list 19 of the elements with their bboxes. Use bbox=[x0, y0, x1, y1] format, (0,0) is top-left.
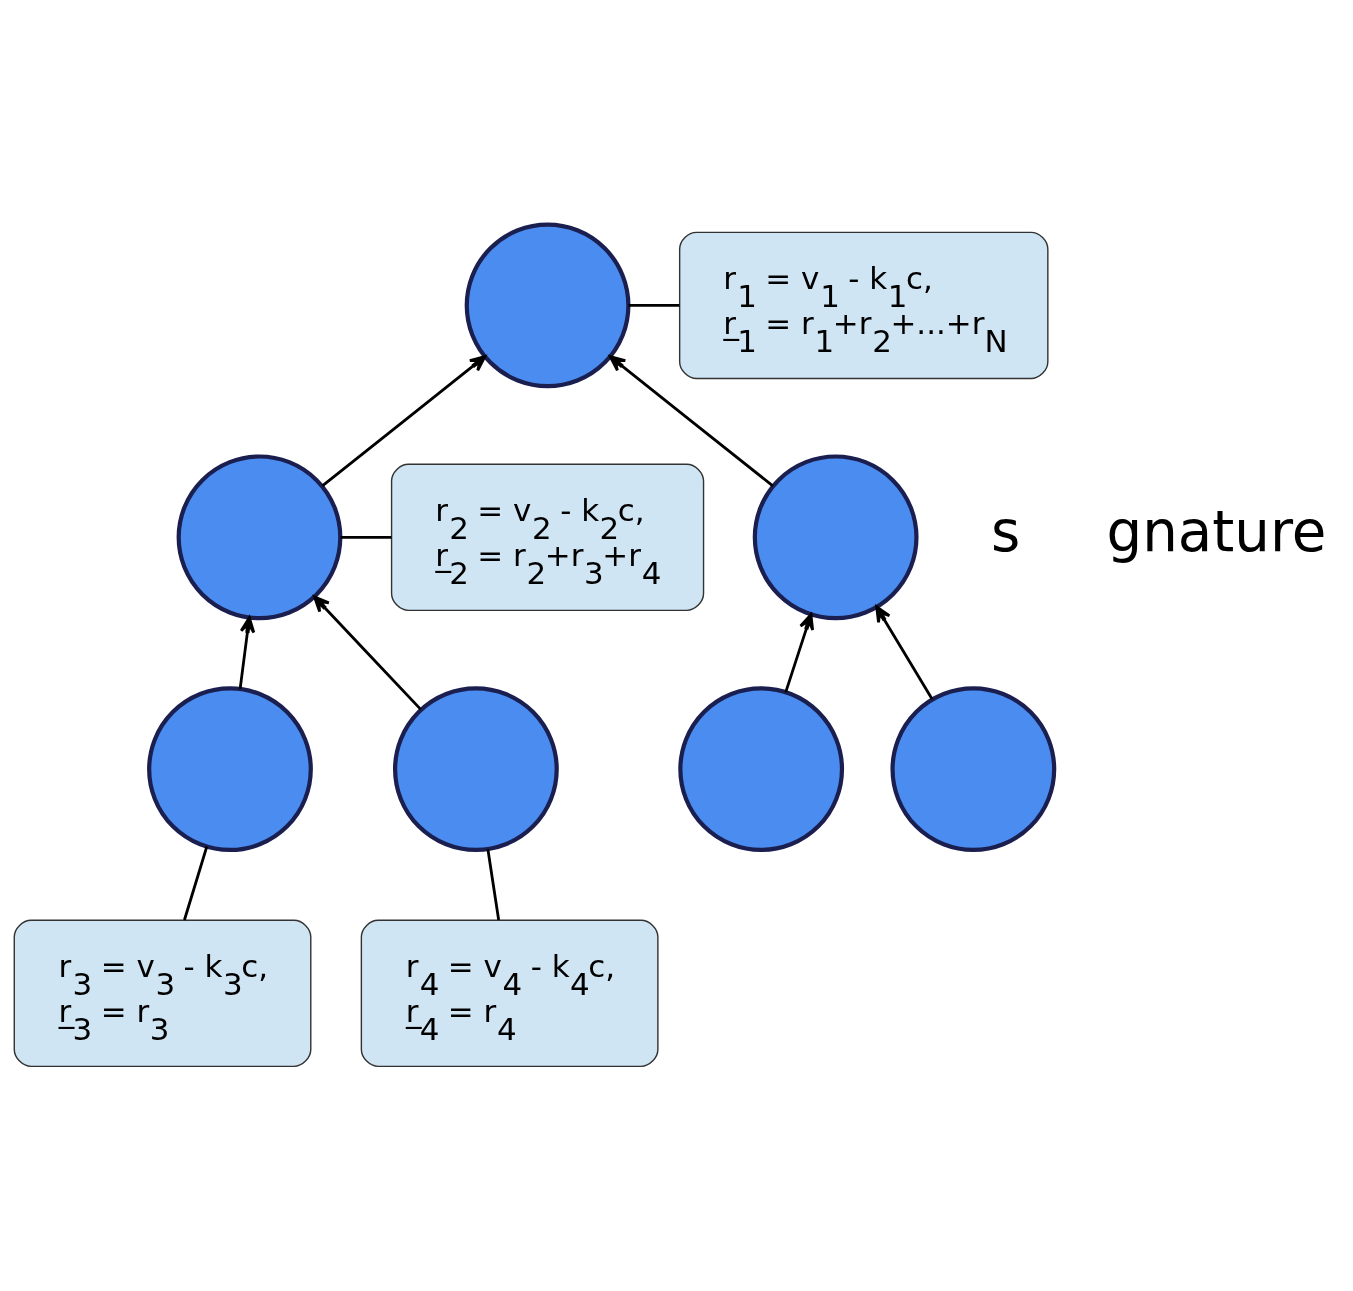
node-circle bbox=[890, 686, 1057, 853]
connector bbox=[486, 849, 501, 921]
connector bbox=[628, 304, 680, 307]
node-circle bbox=[464, 222, 631, 389]
arrow bbox=[875, 605, 934, 700]
label: gnature bbox=[1106, 499, 1327, 565]
label: s bbox=[991, 499, 1021, 565]
arrow bbox=[321, 355, 487, 487]
arrow bbox=[784, 613, 814, 693]
connector bbox=[340, 535, 392, 539]
arrow bbox=[238, 616, 256, 690]
node-circle bbox=[147, 686, 313, 853]
arrow bbox=[313, 595, 422, 711]
node-circle bbox=[176, 454, 343, 621]
node-circle bbox=[752, 454, 919, 621]
connector bbox=[183, 846, 209, 921]
node-circle bbox=[678, 686, 845, 853]
arrow bbox=[608, 355, 774, 487]
node-circle bbox=[392, 686, 559, 853]
